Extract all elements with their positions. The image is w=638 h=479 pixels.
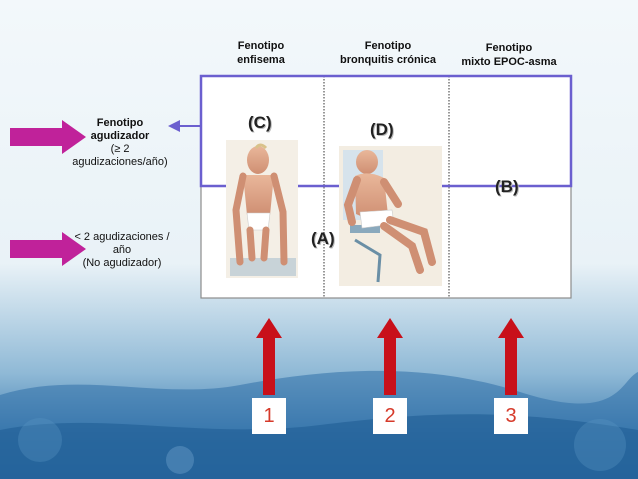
- column-title-emphysema: Fenotipo enfisema: [218, 39, 304, 67]
- region-label-b: (B): [495, 177, 519, 196]
- row-label-line1: < 2 agudizaciones /: [74, 231, 170, 243]
- row-label-line2: agudizador: [90, 130, 150, 142]
- row-label-line4: agudizaciones/año): [72, 156, 168, 168]
- up-arrow-1: [256, 318, 282, 395]
- column-title-line1: Fenotipo: [237, 40, 285, 52]
- emphysema-patient-figure: [226, 140, 298, 278]
- region-label-c: (C): [248, 113, 272, 132]
- row-label-non-exacerbator: < 2 agudizaciones / año (No agudizador): [60, 231, 184, 270]
- column-title-line2: bronquitis crónica: [340, 54, 436, 66]
- number-box-3: 3: [494, 398, 528, 434]
- row-label-line2: año: [112, 244, 132, 256]
- row-label-line3: (≥ 2: [110, 143, 130, 155]
- region-label-d: (D): [370, 120, 394, 139]
- number-box-1: 1: [252, 398, 286, 434]
- column-title-chronic-bronchitis: Fenotipo bronquitis crónica: [323, 39, 453, 67]
- region-label-a: (A): [311, 229, 335, 248]
- up-arrow-3: [498, 318, 524, 395]
- column-title-line2: mixto EPOC-asma: [461, 56, 557, 68]
- up-arrow-2: [377, 318, 403, 395]
- row-label-line1: Fenotipo: [96, 117, 144, 129]
- row-label-line3: (No agudizador): [82, 257, 162, 269]
- bronchitis-patient-figure: [339, 146, 442, 286]
- column-title-line1: Fenotipo: [364, 40, 412, 52]
- number-box-2: 2: [373, 398, 407, 434]
- row-label-exacerbator: Fenotipo agudizador (≥ 2 agudizaciones/a…: [56, 117, 184, 169]
- column-title-mixed-copd-asthma: Fenotipo mixto EPOC-asma: [452, 41, 566, 69]
- column-title-line2: enfisema: [237, 54, 285, 66]
- column-title-line1: Fenotipo: [485, 42, 533, 54]
